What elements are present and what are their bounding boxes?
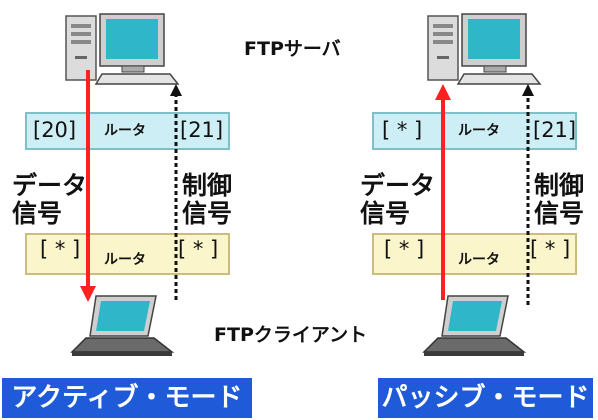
passive-top-router	[372, 112, 577, 150]
active-top-router-right-port: [21]	[180, 118, 224, 142]
passive-bottom-router-left-port: [ * ]	[384, 237, 425, 261]
server-computer-icon-active	[65, 13, 180, 85]
passive-data-signal-line2: 信号	[360, 199, 411, 228]
active-control-signal-line1: 制御	[182, 171, 233, 200]
client-laptop-icon-passive	[422, 295, 527, 356]
passive-top-router-right-port: [21]	[533, 118, 577, 142]
passive-data-signal-line1: データ	[360, 171, 436, 200]
passive-top-router-label: ルータ	[458, 123, 500, 139]
passive-bottom-router-right-port: [ * ]	[530, 237, 571, 261]
passive-bottom-router	[372, 233, 577, 275]
active-data-signal-line1: データ	[12, 171, 88, 200]
server-computer-icon-passive	[427, 13, 542, 85]
passive-data-signal-label: データ 信号	[360, 172, 435, 228]
passive-mode-banner: パッシブ・モード	[378, 378, 593, 418]
active-data-signal-label: データ 信号	[12, 172, 87, 228]
active-bottom-router-right-port: [ * ]	[178, 237, 219, 261]
active-bottom-router	[25, 233, 230, 275]
passive-control-signal-label: 制御 信号	[534, 172, 584, 228]
client-label: FTPクライアント	[214, 324, 368, 346]
active-top-router-left-port: [20]	[33, 118, 77, 142]
passive-control-signal-line1: 制御	[534, 171, 585, 200]
active-data-signal-line2: 信号	[12, 199, 63, 228]
active-bottom-router-left-port: [ * ]	[40, 237, 81, 261]
passive-bottom-router-label: ルータ	[458, 252, 500, 268]
active-top-router-label: ルータ	[104, 123, 146, 139]
client-laptop-icon-active	[70, 295, 175, 356]
passive-control-signal-line2: 信号	[534, 199, 585, 228]
server-label: FTPサーバ	[244, 38, 341, 60]
active-bottom-router-label: ルータ	[104, 252, 146, 268]
active-control-signal-line2: 信号	[182, 199, 233, 228]
active-top-router	[25, 112, 230, 150]
active-mode-banner: アクティブ・モード	[2, 378, 252, 418]
active-control-signal-label: 制御 信号	[182, 172, 232, 228]
passive-top-router-left-port: [ * ]	[382, 118, 423, 142]
